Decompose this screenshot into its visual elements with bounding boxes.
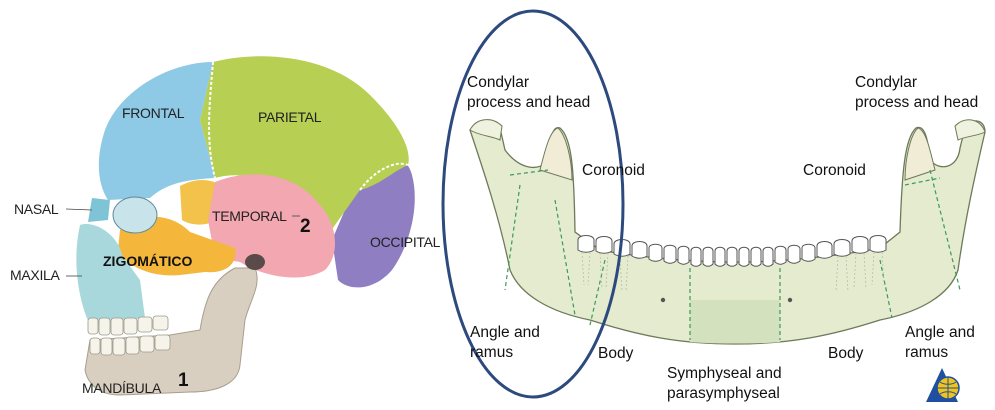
- label-temporal: TEMPORAL: [212, 208, 287, 224]
- label-symphyseal-line2: parasymphyseal: [667, 385, 780, 402]
- label-coronoid-right: Coronoid: [803, 162, 866, 179]
- label-angle-right-line2: ramus: [905, 344, 948, 361]
- label-angle-left-line2: ramus: [470, 344, 513, 361]
- marker-2: 2: [300, 216, 311, 237]
- leader-nasal: [66, 209, 92, 210]
- upper-teeth: [88, 316, 168, 335]
- label-frontal: FRONTAL: [122, 105, 185, 121]
- label-coronoid-left: Coronoid: [582, 162, 645, 179]
- label-condylar-right: Condylar process and head: [855, 74, 978, 111]
- label-nasal: NASAL: [14, 201, 59, 217]
- label-condylar-right-line1: Condylar: [855, 74, 917, 91]
- label-condylar-left-line2: process and head: [467, 94, 590, 111]
- label-condylar-left-line1: Condylar: [467, 74, 529, 91]
- label-angle-left: Angle and ramus: [470, 324, 544, 361]
- marker-1: 1: [178, 370, 189, 391]
- frontal-bone: [99, 62, 215, 200]
- ear-canal: [245, 254, 265, 270]
- label-symphyseal-line1: Symphyseal and: [667, 365, 782, 382]
- label-body-right: Body: [828, 345, 864, 362]
- label-parietal: PARIETAL: [258, 109, 322, 125]
- mandible-diagram: Condylar process and head Condylar proce…: [443, 11, 985, 402]
- label-angle-right: Angle and ramus: [905, 324, 979, 361]
- mental-foramen-right: [788, 298, 792, 302]
- label-body-left: Body: [598, 345, 634, 362]
- skull-illustration: FRONTAL PARIETAL NASAL TEMPORAL 2 OCCIPI…: [10, 56, 441, 396]
- label-angle-left-line1: Angle and: [470, 324, 540, 341]
- label-condylar-left: Condylar process and head: [467, 74, 590, 111]
- label-symphyseal: Symphyseal and parasymphyseal: [667, 365, 786, 402]
- label-mandibula: MANDÍBULA: [82, 380, 162, 396]
- publisher-logo: [926, 368, 959, 402]
- label-occipital: OCCIPITAL: [370, 234, 441, 250]
- label-zigomatico: ZIGOMÁTICO: [103, 253, 193, 269]
- mental-foramen-left: [661, 298, 665, 302]
- orbit: [113, 197, 157, 233]
- label-angle-right-line1: Angle and: [905, 324, 975, 341]
- label-condylar-right-line2: process and head: [855, 94, 978, 111]
- label-maxila: MAXILA: [10, 267, 61, 283]
- symphysis-region: [690, 300, 780, 344]
